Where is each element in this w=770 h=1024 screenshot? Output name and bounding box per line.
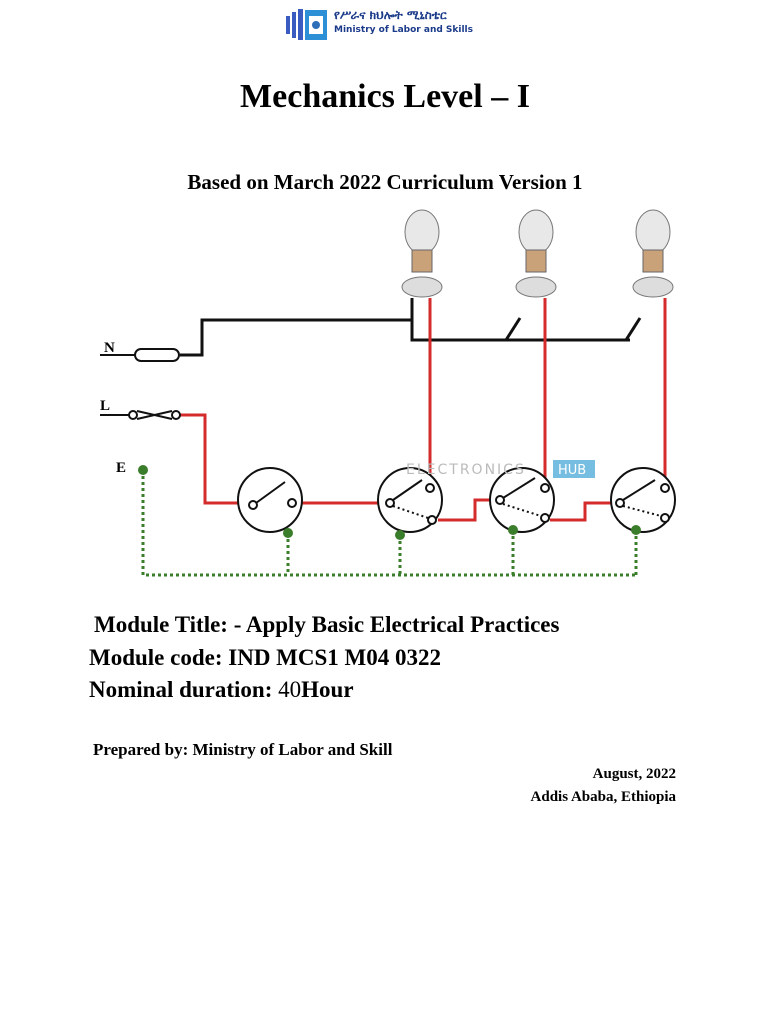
duration-value: 40 — [278, 677, 302, 702]
live-wire — [180, 298, 667, 522]
logo-amharic-text: የሥራና ክህሎት ሚኒስቴር — [334, 8, 447, 22]
earth-wire — [141, 470, 638, 577]
logo-english-text: Ministry of Labor and Skills — [334, 25, 474, 35]
lamp-1 — [401, 209, 443, 298]
ministry-logo: የሥራና ክህሎት ሚኒስቴር Ministry of Labor and Sk… — [284, 6, 494, 42]
document-subtitle: Based on March 2022 Curriculum Version 1 — [187, 170, 583, 194]
switch-3 — [489, 467, 555, 533]
switch-4 — [610, 467, 676, 533]
earth-terminals — [138, 465, 641, 540]
live-label: L — [100, 398, 110, 414]
duration-label: Nominal duration: — [89, 677, 279, 702]
lamp-2 — [515, 209, 557, 298]
document-place: Addis Ababa, Ethiopia — [530, 789, 676, 805]
document-date: August, 2022 — [592, 766, 676, 782]
lamp-3 — [632, 209, 674, 298]
nominal-duration: Nominal duration: 40Hour — [89, 677, 354, 703]
prepared-by: Prepared by: Ministry of Labor and Skill — [93, 740, 393, 759]
live-fuse — [100, 410, 181, 420]
watermark-hub-text: HUB — [558, 463, 586, 478]
duration-unit: Hour — [301, 677, 354, 702]
module-title: Module Title: - Apply Basic Electrical P… — [94, 612, 560, 637]
module-code: Module code: IND MCS1 M04 0322 — [89, 645, 441, 670]
watermark-text: ELECTRONICS — [406, 462, 526, 478]
neutral-wire — [180, 298, 642, 357]
document-title: Mechanics Level – I — [240, 78, 530, 115]
switch-2 — [377, 467, 443, 533]
earth-label: E — [116, 460, 126, 476]
neutral-fuse — [100, 348, 180, 362]
ministry-logo-icon — [286, 9, 327, 40]
switch-1 — [237, 467, 303, 533]
neutral-label: N — [104, 340, 115, 356]
watermark-badge — [553, 460, 595, 478]
wiring-diagram: N L E ELECTRONICS HUB — [100, 209, 676, 577]
